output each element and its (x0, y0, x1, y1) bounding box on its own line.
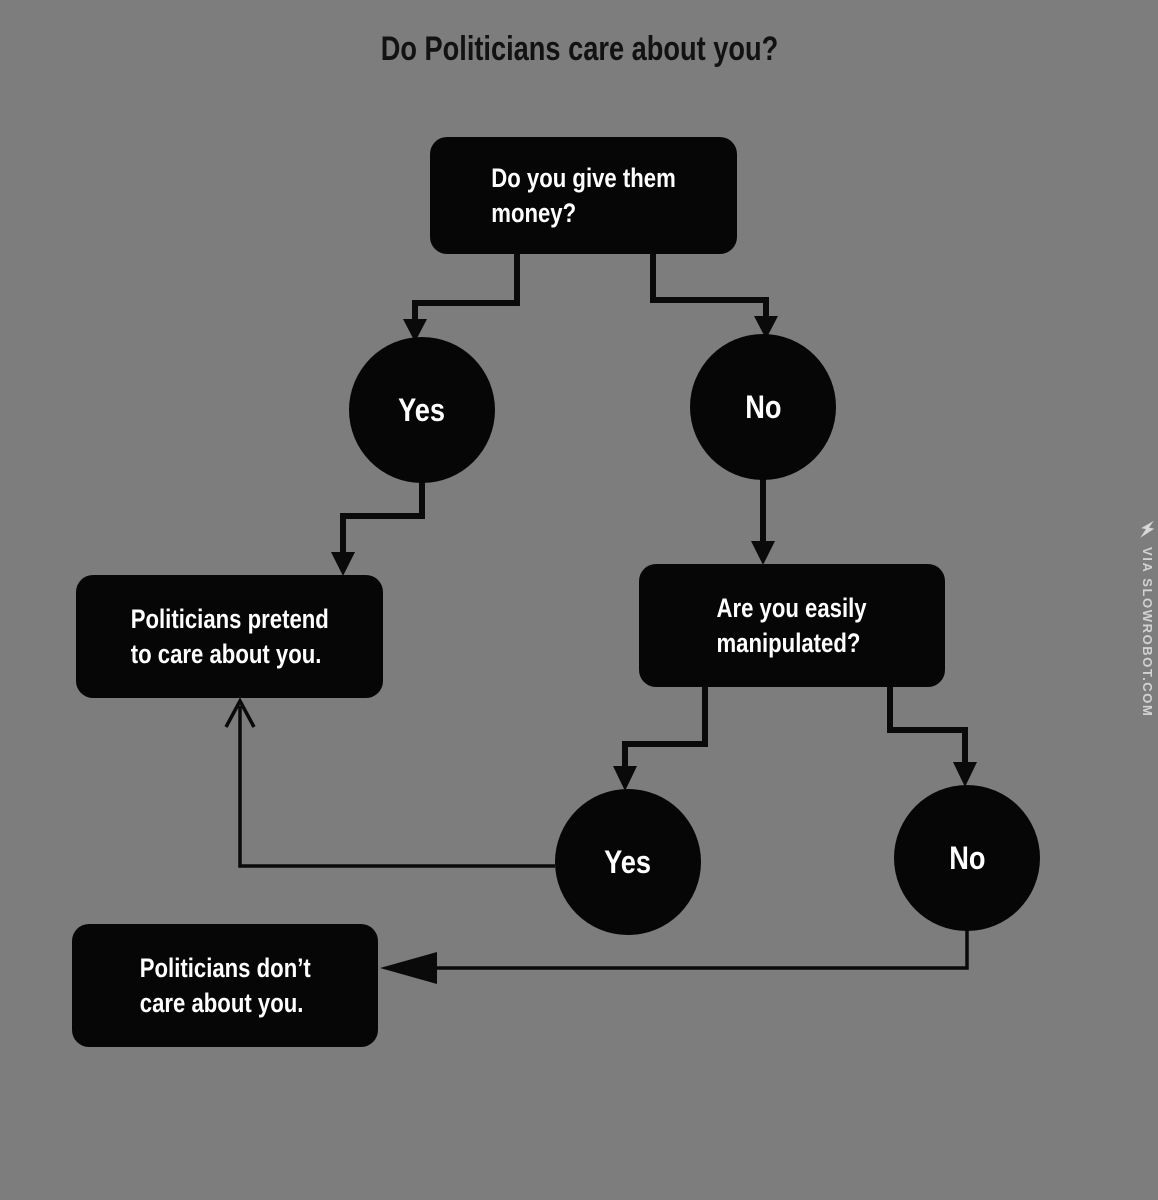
arrow-yes2-to-pretend (224, 697, 555, 868)
node-no-branch-1: No (690, 334, 836, 480)
node-text: Politicians pretend to care about you. (130, 602, 328, 672)
node-label: No (744, 388, 782, 425)
node-line: Are you easily (716, 592, 868, 623)
node-line: money? (491, 197, 577, 228)
lightning-bolt-icon (1140, 520, 1155, 538)
node-yes-branch-2: Yes (555, 789, 701, 935)
page-title: Do Politicians care about you? (0, 30, 1158, 69)
node-yes-branch-1: Yes (349, 337, 495, 483)
node-line: Politicians pretend (130, 603, 329, 634)
node-label: Yes (398, 391, 446, 428)
node-pretend-to-care: Politicians pretend to care about you. (76, 575, 383, 698)
node-text: Are you easily manipulated? (717, 591, 867, 661)
arrow-no2-to-dont (380, 928, 969, 984)
node-easily-manipulated-question: Are you easily manipulated? (639, 564, 945, 687)
node-line: Politicians don’t (139, 952, 311, 983)
watermark-text: VIA SLOWROBOT.COM (1140, 547, 1155, 718)
node-line: care about you. (139, 987, 304, 1018)
page-title-text: Do Politicians care about you? (380, 30, 778, 68)
arrow-manipulated-to-no2 (887, 686, 977, 787)
node-line: manipulated? (716, 627, 861, 658)
arrow-money-to-yes1 (403, 253, 520, 342)
node-line: to care about you. (130, 638, 322, 669)
arrow-money-to-no1 (650, 253, 778, 339)
node-no-branch-2: No (894, 785, 1040, 931)
arrow-no1-to-manipulated (751, 477, 775, 565)
node-dont-care: Politicians don’t care about you. (72, 924, 378, 1047)
watermark: VIA SLOWROBOT.COM (1140, 519, 1155, 717)
node-text: Politicians don’t care about you. (140, 951, 311, 1021)
node-label: Yes (604, 843, 652, 880)
node-give-money-question: Do you give them money? (430, 137, 737, 254)
node-line: Do you give them (491, 162, 676, 193)
node-label: No (948, 839, 986, 876)
arrow-manipulated-to-yes2 (613, 686, 708, 791)
node-text: Do you give them money? (491, 161, 676, 231)
arrow-yes1-to-pretend (331, 480, 425, 576)
